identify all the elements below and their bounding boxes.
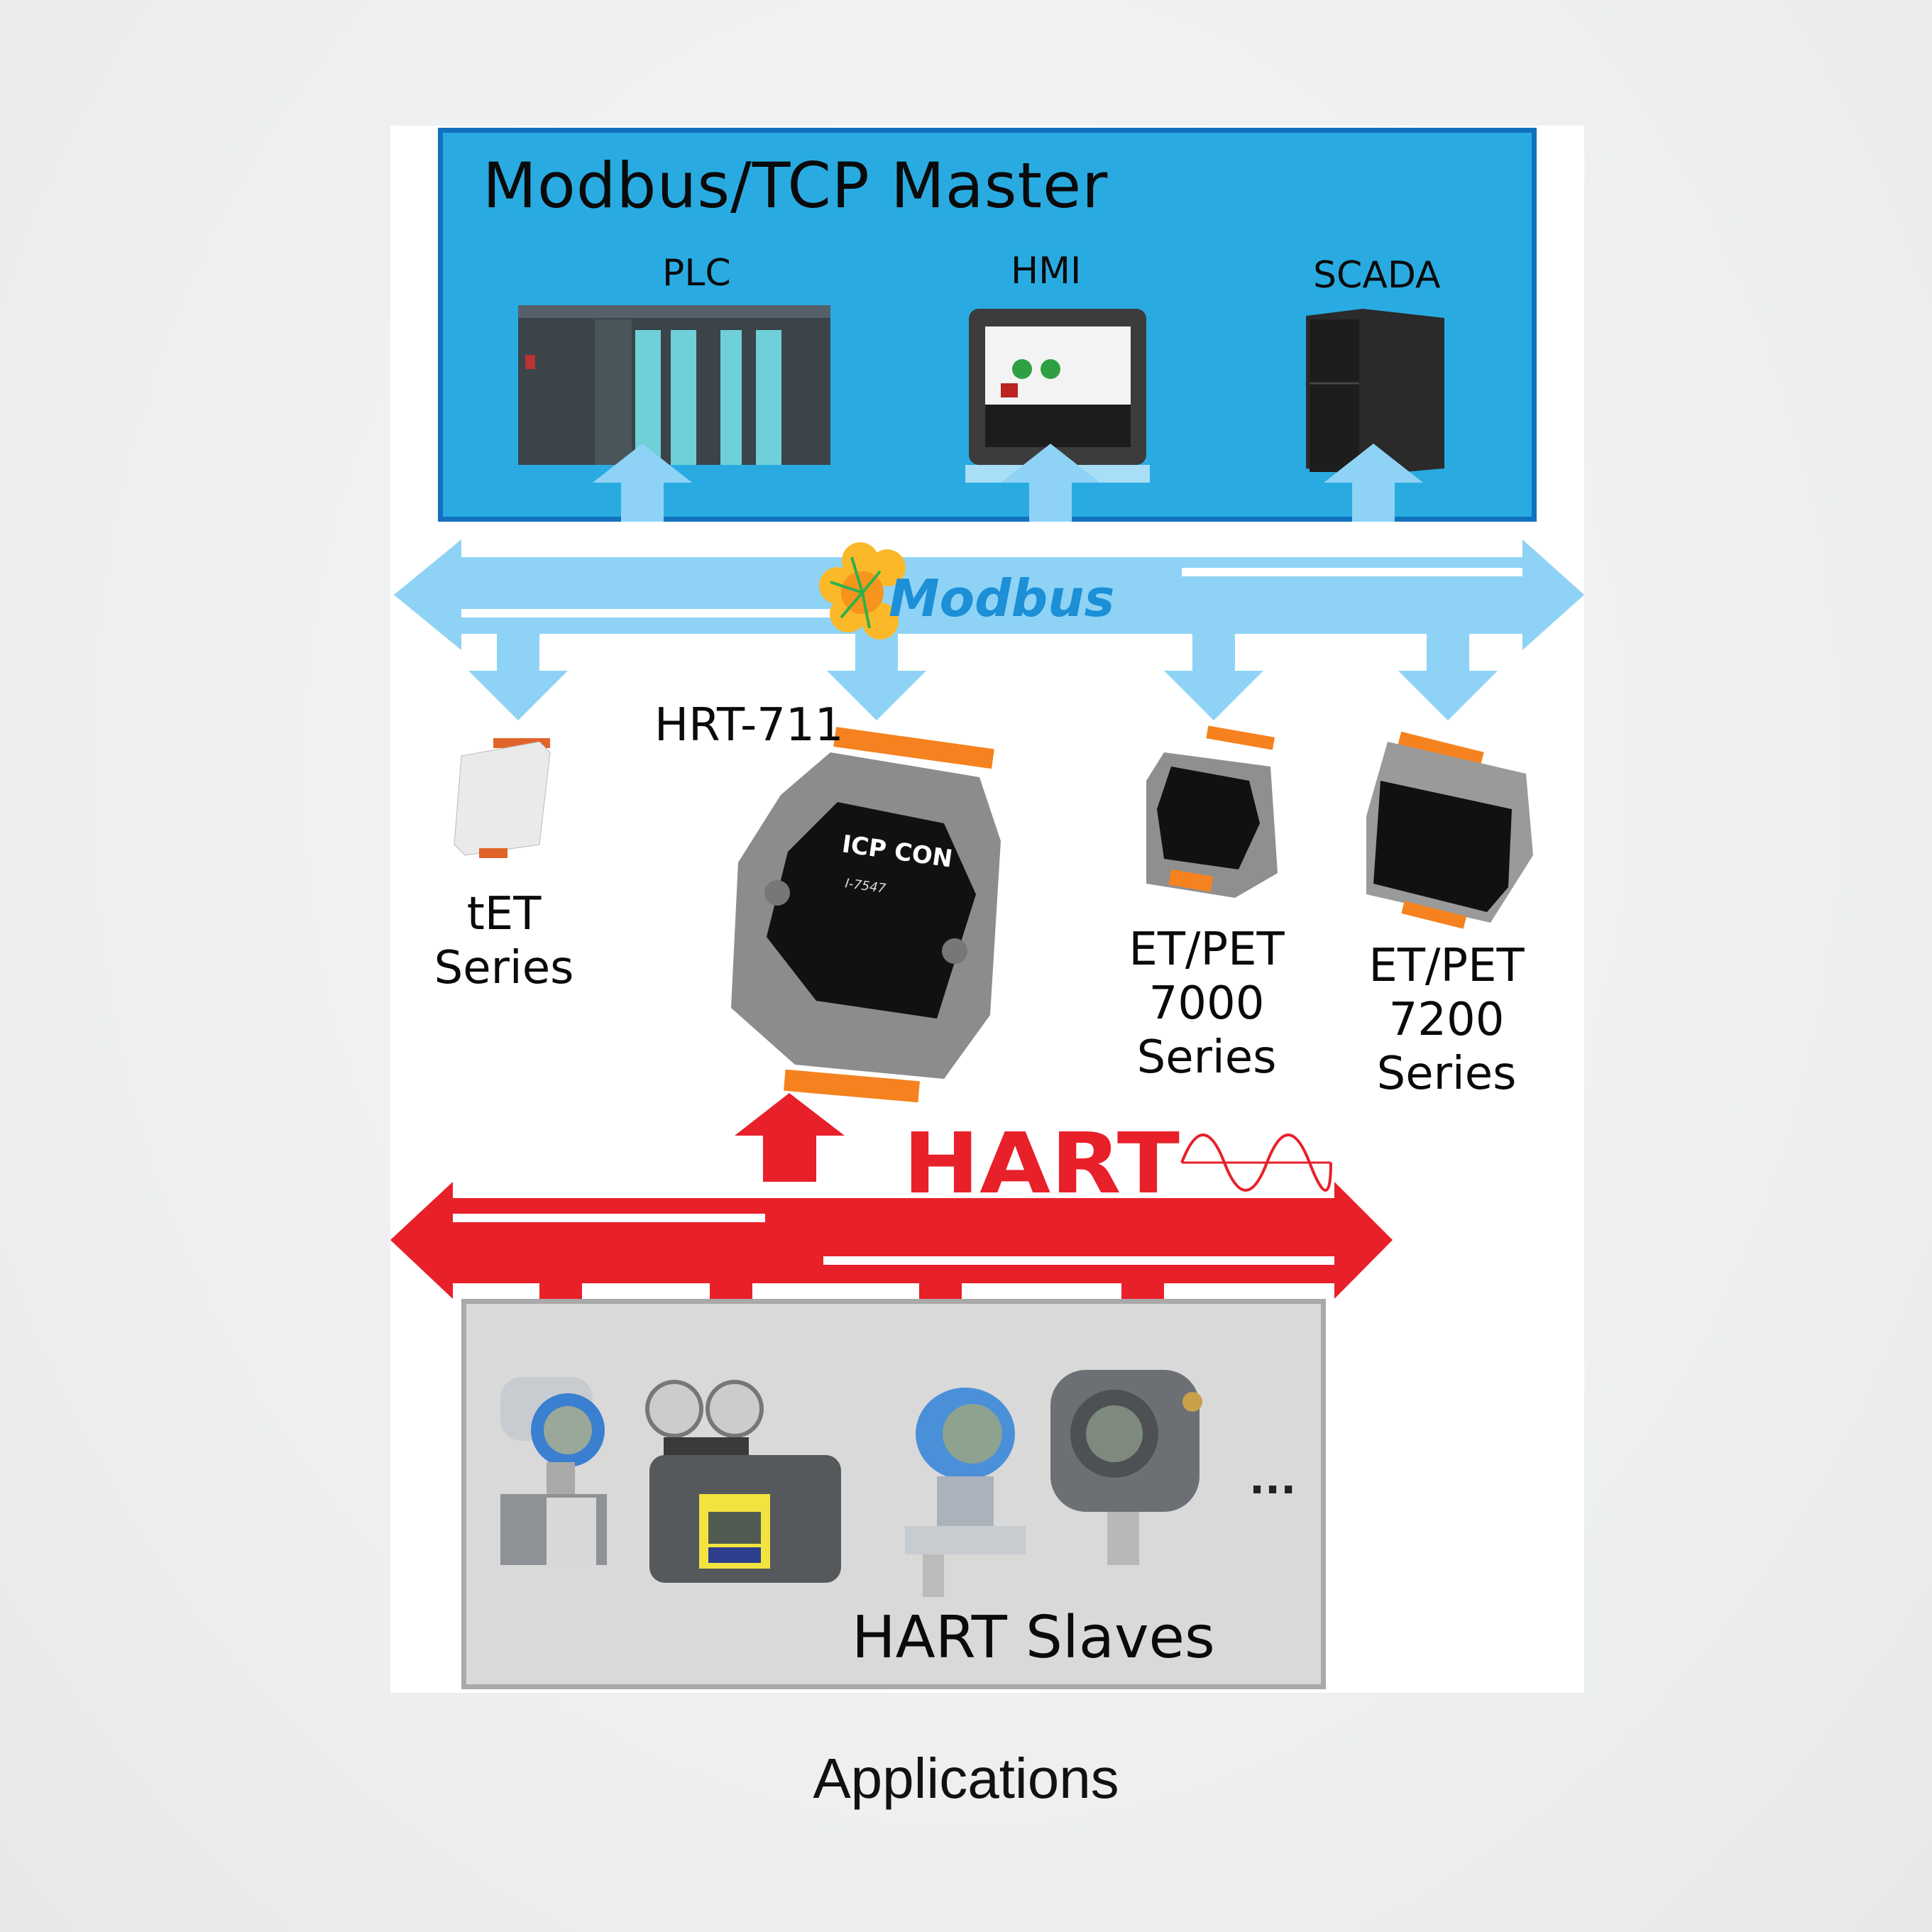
more-devices-ellipsis: ... (1249, 1455, 1297, 1503)
modbus-bus-arrow (394, 444, 1584, 720)
etpet-7200-label: ET/PET 7200 Series (1344, 939, 1549, 1101)
etpet-7000-line3: Series (1136, 1031, 1277, 1084)
modbus-logo-icon (819, 542, 906, 640)
plc-icon (518, 305, 830, 465)
etpet-7200-line3: Series (1376, 1048, 1517, 1100)
plc-label: PLC (662, 252, 731, 295)
etpet-7000-label: ET/PET 7000 Series (1104, 923, 1310, 1085)
etpet-7200-device-icon (1366, 731, 1533, 929)
modbus-logo-text: Modbus (889, 569, 1114, 628)
hrt-711-device-icon: ICP CON I-7547 (731, 727, 1001, 1103)
etpet-7000-line2: 7000 (1148, 977, 1265, 1030)
hart-logo-text: HART (903, 1114, 1180, 1212)
pressure-transmitter-gray-icon (1050, 1370, 1202, 1565)
hmi-icon (965, 309, 1150, 483)
differential-pressure-transmitter-icon (905, 1388, 1026, 1597)
etpet-7000-device-icon (1146, 725, 1278, 898)
hrt-711-label: HRT-711 (654, 699, 844, 752)
tet-device-icon (454, 738, 551, 858)
pressure-transmitter-blue-icon (500, 1377, 607, 1565)
hart-slaves-title: HART Slaves (852, 1604, 1215, 1672)
scada-label: SCADA (1313, 254, 1441, 297)
master-title: Modbus/TCP Master (483, 149, 1109, 222)
applications-caption: Applications (813, 1747, 1119, 1810)
tet-label-line1: tET (466, 888, 542, 940)
etpet-7200-line1: ET/PET (1368, 940, 1525, 992)
etpet-7000-line1: ET/PET (1129, 923, 1285, 976)
etpet-7200-line2: 7200 (1388, 994, 1505, 1046)
tet-series-label: tET Series (401, 887, 607, 995)
scada-server-icon (1306, 309, 1444, 476)
tet-label-line2: Series (434, 942, 574, 994)
hart-logo-icon: HART (903, 1114, 1332, 1212)
hmi-label: HMI (1011, 250, 1082, 292)
valve-positioner-icon (645, 1380, 841, 1583)
